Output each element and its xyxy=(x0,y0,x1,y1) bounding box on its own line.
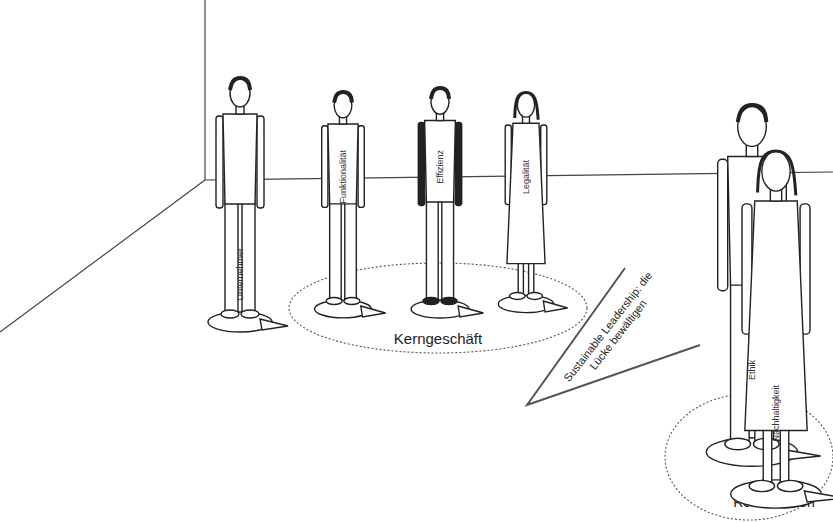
foot xyxy=(749,480,775,491)
foot xyxy=(777,480,803,491)
arm xyxy=(257,116,264,208)
hair xyxy=(334,92,352,103)
person-figure xyxy=(411,88,483,318)
arm xyxy=(455,122,461,205)
leg xyxy=(442,198,454,299)
arm xyxy=(216,116,223,208)
leg xyxy=(345,200,357,299)
foot xyxy=(221,310,239,318)
head xyxy=(334,93,352,118)
figure-label: Nachhaltigkeit xyxy=(771,385,781,442)
dress xyxy=(507,123,545,263)
stand-pointer xyxy=(458,306,483,317)
foot xyxy=(510,293,526,300)
head xyxy=(762,151,790,191)
foot xyxy=(326,297,342,304)
person-figure xyxy=(731,151,833,508)
leg xyxy=(518,261,523,294)
person-figure xyxy=(706,105,820,466)
foot xyxy=(527,293,543,300)
hair xyxy=(431,88,449,99)
figure-label: Unternehmer xyxy=(235,248,245,301)
stand-pointer xyxy=(804,491,833,502)
leg xyxy=(330,200,342,299)
hair xyxy=(515,93,538,120)
figure-label: Funktionalität xyxy=(338,150,348,204)
floor-edge xyxy=(0,180,205,332)
head xyxy=(431,89,449,114)
wedge-arrow: Sustainable Leadership: die Lücke bewält… xyxy=(520,262,710,410)
foot xyxy=(241,310,259,318)
foot xyxy=(725,438,751,449)
node-label: Kerngeschäft xyxy=(288,330,588,347)
torso xyxy=(223,114,257,204)
hair xyxy=(738,105,767,122)
wall-corner xyxy=(204,0,205,180)
foot xyxy=(441,297,457,304)
person-figure xyxy=(208,78,288,332)
person-figure xyxy=(498,93,567,313)
stand-pointer xyxy=(543,301,567,312)
head xyxy=(230,79,250,107)
foot xyxy=(344,297,360,304)
stand-pointer xyxy=(361,306,386,317)
torso xyxy=(328,124,358,204)
leg xyxy=(780,426,789,484)
figure-label: Effizienz xyxy=(435,150,445,184)
figure-label: Legalität xyxy=(521,160,531,194)
leg xyxy=(529,261,534,294)
arm xyxy=(322,126,328,208)
arm xyxy=(358,126,364,208)
arm xyxy=(718,159,728,290)
leg xyxy=(763,426,772,484)
person-figure xyxy=(315,92,386,318)
figure-label: Ethik xyxy=(747,360,757,380)
stand-pointer xyxy=(260,319,288,330)
leg xyxy=(426,198,438,299)
foot xyxy=(423,297,439,304)
arm xyxy=(418,122,424,205)
hair xyxy=(758,151,796,195)
hair xyxy=(230,78,250,90)
torso xyxy=(425,121,456,202)
